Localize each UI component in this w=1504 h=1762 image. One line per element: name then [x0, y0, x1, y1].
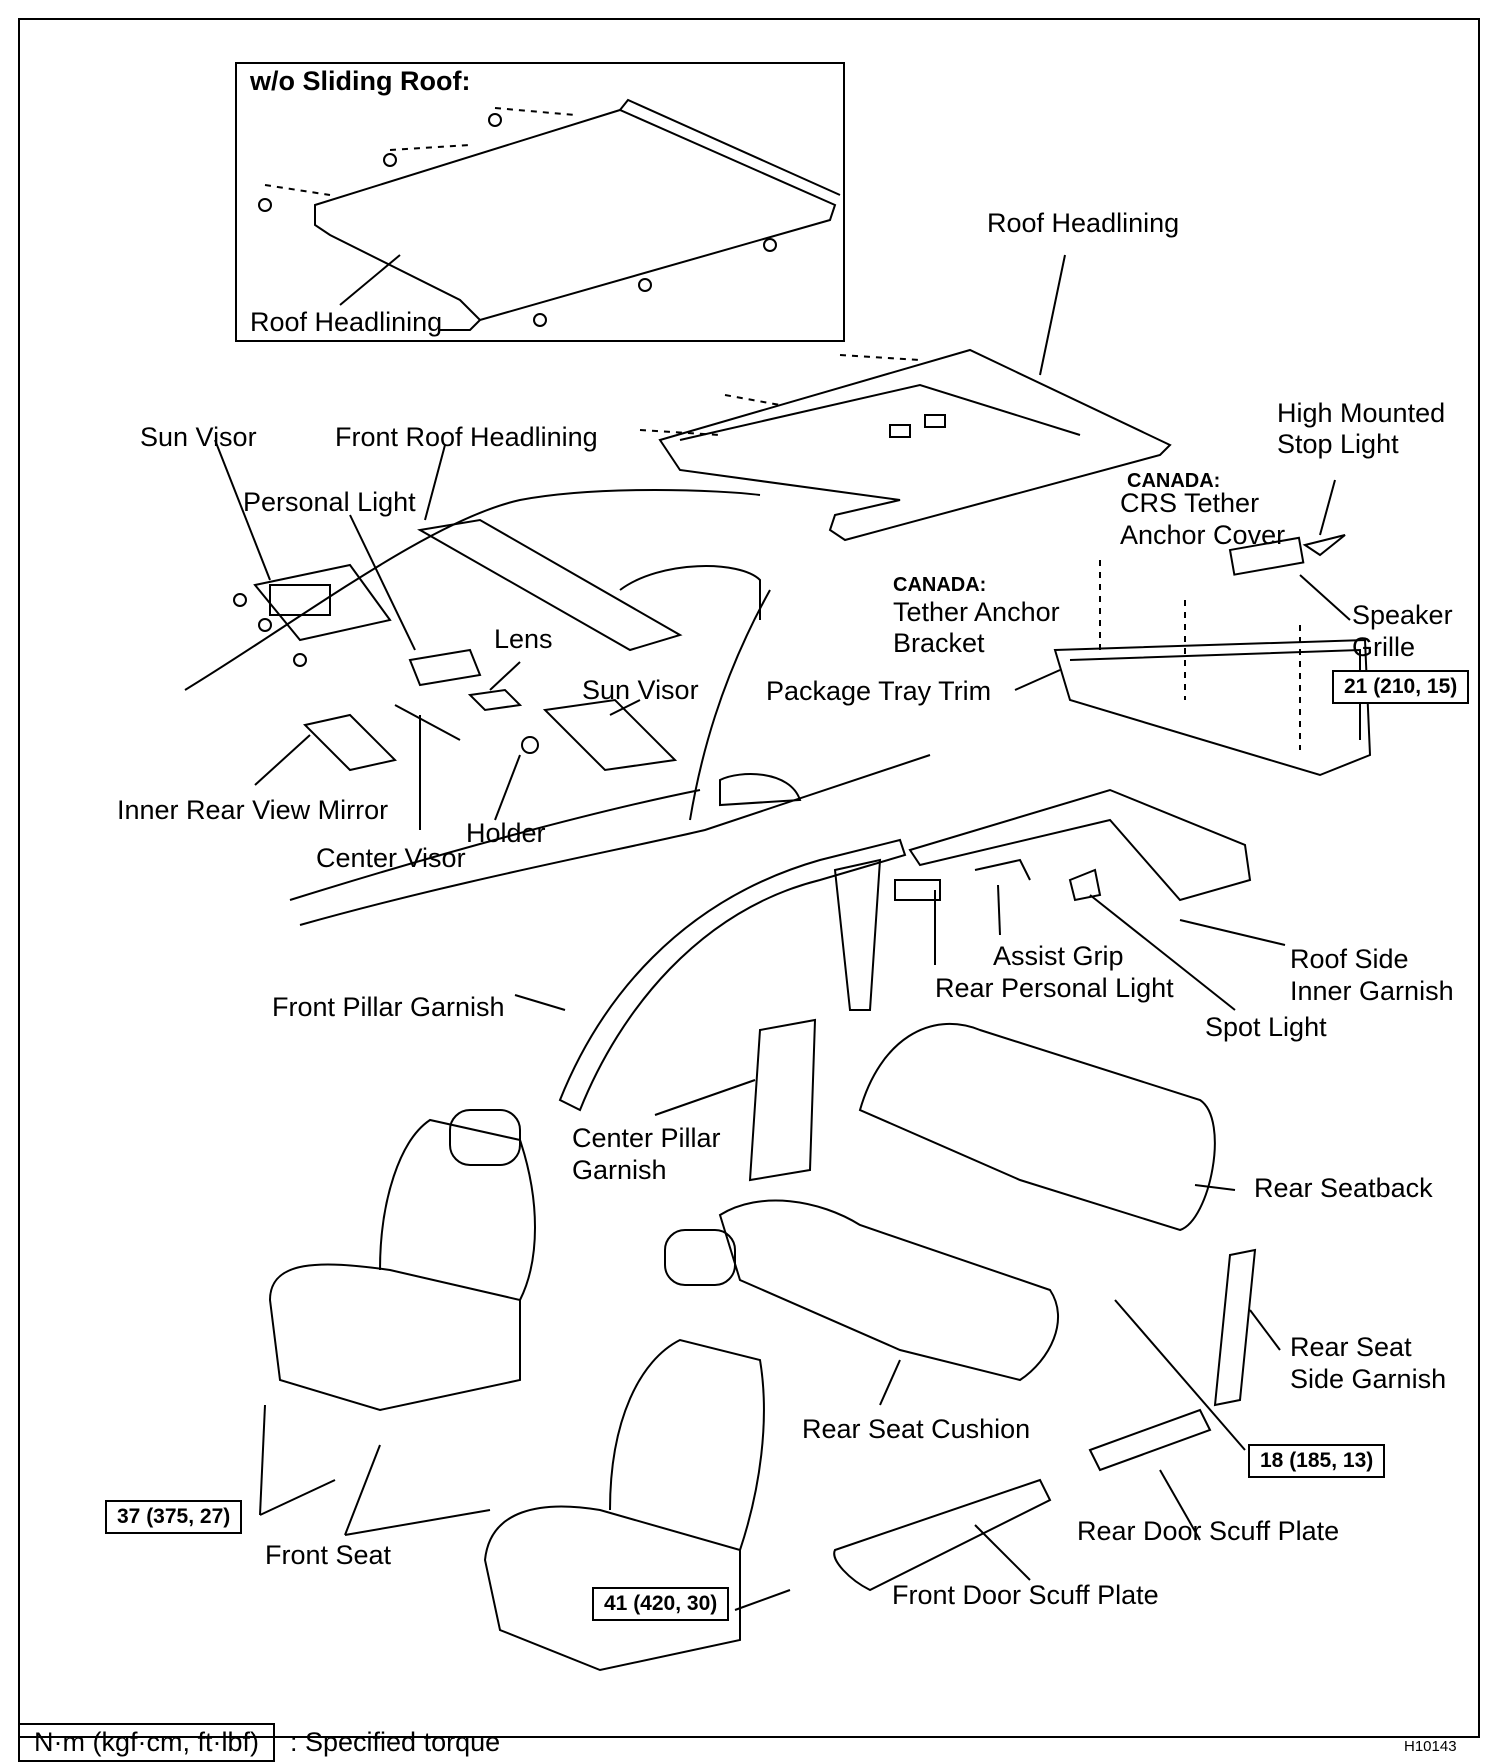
inner-rear-view-mirror-part — [303, 713, 397, 772]
label-speaker-grille-2: Grille — [1352, 632, 1416, 662]
inset-title: w/o Sliding Roof: — [250, 66, 471, 96]
label-sun-visor-left: Sun Visor — [140, 422, 257, 452]
label-canada-2: CANADA: — [893, 574, 987, 596]
center-visor-part — [394, 704, 461, 741]
spot-light-part — [1068, 868, 1102, 902]
inset-without-sliding-roof — [235, 62, 845, 342]
label-center-visor: Center Visor — [316, 843, 466, 873]
roof-headlining-part — [639, 348, 1172, 542]
label-crs-tether-2: Anchor Cover — [1120, 520, 1286, 550]
rear-personal-light-part — [894, 879, 941, 901]
inset-leader — [339, 254, 401, 306]
rear-seat-side-garnish-part — [1213, 1248, 1257, 1407]
torque-41: 41 (420, 30) — [592, 1587, 730, 1621]
scuff-plate-parts — [833, 1408, 1212, 1592]
label-center-pillar-garnish-1: Center Pillar — [572, 1123, 721, 1153]
front-roof-headlining-part — [417, 518, 683, 652]
inset-roof-headlining-part — [258, 98, 841, 331]
label-front-door-scuff-plate: Front Door Scuff Plate — [892, 1580, 1159, 1610]
front-seat-parts — [268, 1109, 765, 1672]
lens-part — [467, 688, 523, 712]
label-tether-anchor-bracket-1: Tether Anchor — [893, 597, 1060, 627]
label-package-tray-trim: Package Tray Trim — [766, 676, 992, 706]
label-inner-rear-view-mirror: Inner Rear View Mirror — [117, 795, 389, 825]
label-front-seat: Front Seat — [265, 1540, 392, 1570]
car-body-outline — [184, 489, 931, 926]
diagram-frame — [18, 18, 1480, 1738]
holder-part — [521, 736, 539, 754]
label-rear-seat-side-garnish-1: Rear Seat — [1290, 1332, 1412, 1362]
high-mounted-stop-light-part — [1302, 534, 1346, 557]
rear-seat-parts — [718, 1022, 1257, 1407]
front-interior-parts — [233, 518, 683, 772]
label-high-mounted-stop-light-2: Stop Light — [1277, 429, 1399, 459]
label-high-mounted-stop-light-1: High Mounted — [1277, 398, 1446, 428]
label-front-roof-headlining: Front Roof Headlining — [335, 422, 598, 452]
label-front-pillar-garnish: Front Pillar Garnish — [272, 992, 505, 1022]
label-roof-side-inner-garnish-1: Roof Side — [1290, 944, 1409, 974]
label-speaker-grille-1: Speaker — [1352, 600, 1453, 630]
label-assist-grip: Assist Grip — [993, 941, 1124, 971]
label-rear-seatback: Rear Seatback — [1254, 1173, 1433, 1203]
leader-sun-visor-left — [214, 439, 271, 581]
figure-id: H10143 — [1404, 1738, 1457, 1755]
label-crs-tether-1: CRS Tether — [1120, 488, 1260, 518]
center-pillar-garnish-part — [748, 1018, 817, 1182]
label-roof-side-inner-garnish-2: Inner Garnish — [1290, 976, 1454, 1006]
speaker-grille-part — [1228, 536, 1305, 576]
label-personal-light: Personal Light — [243, 487, 416, 517]
package-tray-trim-part — [1053, 534, 1372, 777]
torque-37: 37 (375, 27) — [105, 1500, 243, 1534]
label-rear-seat-side-garnish-2: Side Garnish — [1290, 1364, 1447, 1394]
roof-headlining-leader — [1039, 254, 1066, 376]
sun-visor-left-part — [253, 563, 392, 642]
torque-18: 18 (185, 13) — [1248, 1444, 1386, 1478]
front-pillar-garnish-part — [558, 838, 907, 1112]
assist-grip-part — [974, 858, 1031, 881]
label-roof-headlining: Roof Headlining — [987, 208, 1180, 238]
inset-roof-headlining-label: Roof Headlining — [250, 307, 443, 337]
label-canada-1: CANADA: — [1127, 470, 1221, 492]
rear-door-scuff-plate-part — [1088, 1408, 1212, 1472]
label-rear-door-scuff-plate: Rear Door Scuff Plate — [1077, 1516, 1340, 1546]
label-holder: Holder — [466, 818, 546, 848]
rear-seat-cushion-part — [718, 1199, 1060, 1382]
torque-legend-unit: N·m (kgf·cm, ft·lbf) — [18, 1723, 275, 1762]
label-spot-light: Spot Light — [1205, 1012, 1327, 1042]
label-rear-personal-light: Rear Personal Light — [935, 973, 1174, 1003]
roof-side-inner-garnish-part — [908, 788, 1252, 902]
torque-legend-text: : Specified torque — [290, 1727, 501, 1757]
label-rear-seat-cushion: Rear Seat Cushion — [802, 1414, 1031, 1444]
label-center-pillar-garnish-2: Garnish — [572, 1155, 667, 1185]
personal-light-part — [408, 648, 482, 687]
label-tether-anchor-bracket-2: Bracket — [893, 628, 985, 658]
rear-seatback-part — [858, 1022, 1216, 1232]
sun-visor-right-part — [542, 698, 678, 772]
pillar-garnish-parts — [558, 788, 1252, 1182]
torque-21: 21 (210, 15) — [1332, 670, 1470, 704]
front-door-scuff-plate-part — [833, 1478, 1052, 1592]
label-lens: Lens — [494, 624, 553, 654]
label-sun-visor-right: Sun Visor — [582, 675, 699, 705]
